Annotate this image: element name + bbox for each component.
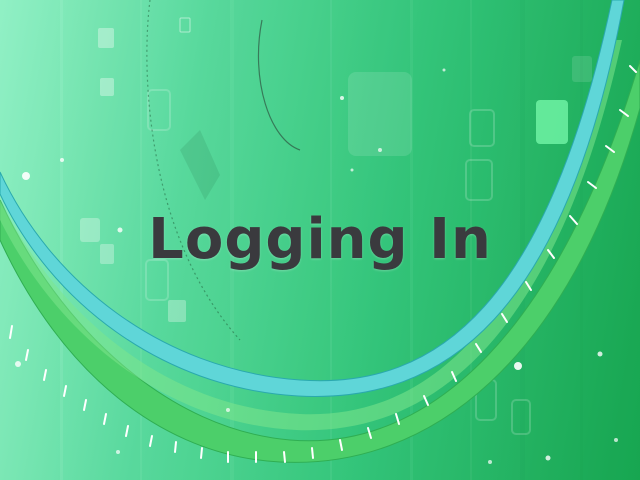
arc-ticks [9, 65, 637, 463]
decor-squares [80, 17, 592, 322]
arc-cyan-band [0, 0, 625, 397]
arc-green-band [0, 59, 640, 463]
logging-in-status: Logging In [148, 207, 492, 272]
decor-curves [146, 0, 301, 341]
sparkles [15, 68, 618, 464]
